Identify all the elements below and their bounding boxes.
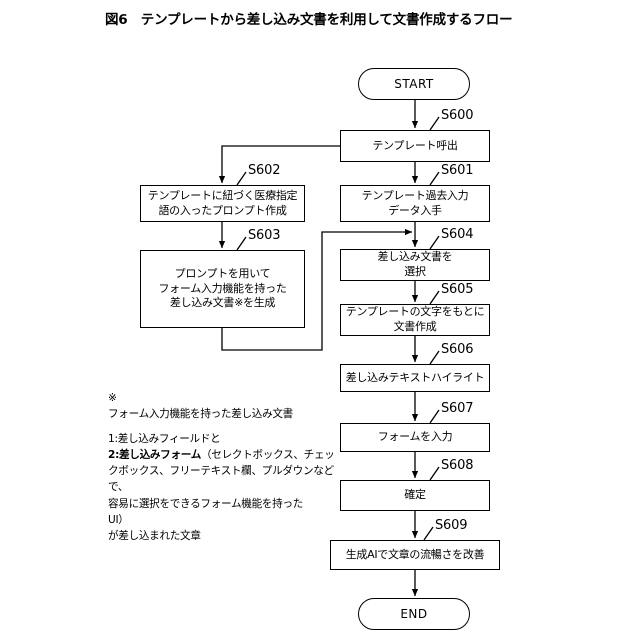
step-label-s606: S606 (441, 342, 474, 357)
footnote-line-6: が差し込まれた文章 (108, 529, 201, 542)
footnote-block: ※ フォーム入力機能を持った差し込み文書 1:差し込みフィールドと 2:差し込み… (108, 390, 340, 544)
footnote-line-3: クボックス、フリーテキスト欄、プルダウンなどで、 (108, 465, 334, 494)
footnote-line-4: 容易に選択をできるフォーム機能を持った (108, 497, 304, 510)
flow-node-s602[interactable]: テンプレートに紐づく医療指定 語の入ったプロンプト作成 (140, 185, 305, 222)
leader-s602 (236, 171, 247, 186)
step-label-s601: S601 (441, 163, 474, 178)
footnote-line-2-rest: （セレクトボックス、チェッ (201, 449, 335, 462)
leader-s605 (429, 290, 440, 305)
leader-s609 (423, 526, 434, 541)
footnote-line-1: 1:差し込みフィールドと (108, 433, 221, 446)
step-label-s607: S607 (441, 401, 474, 416)
footnote-line-2: 2:差し込みフォーム（セレクトボックス、チェッ (108, 447, 340, 463)
step-label-s602: S602 (248, 163, 281, 178)
step-label-s603: S603 (248, 228, 281, 243)
connector-s603-s604 (221, 228, 413, 351)
flow-node-s609[interactable]: 生成AIで文章の流暢さを改善 (330, 540, 500, 570)
flow-node-s600[interactable]: テンプレート呼出 (340, 130, 490, 162)
step-label-s605: S605 (441, 282, 474, 297)
figure-title: 図6 テンプレートから差し込み文書を利用して文書作成するフロー (105, 12, 513, 28)
flow-node-s606[interactable]: 差し込みテキストハイライト (340, 364, 490, 392)
flow-node-s608[interactable]: 確定 (340, 480, 490, 511)
flow-node-start[interactable]: START (358, 68, 470, 100)
flow-node-s607[interactable]: フォームを入力 (340, 423, 490, 452)
leader-s600 (429, 116, 440, 131)
step-label-s609: S609 (435, 518, 468, 533)
footnote-spacer (108, 422, 340, 431)
footnote-line-5: UI） (108, 513, 129, 526)
footnote-heading: フォーム入力機能を持った差し込み文書 (108, 408, 293, 421)
footnote-line-2-bold: 2:差し込みフォーム (108, 449, 202, 462)
step-label-s608: S608 (441, 458, 474, 473)
step-label-s604: S604 (441, 227, 474, 242)
flow-node-s601[interactable]: テンプレート過去入力 データ入手 (340, 185, 490, 222)
leader-s604 (429, 235, 440, 250)
leader-s608 (429, 466, 440, 481)
connector-s600-s602 (218, 145, 340, 184)
step-label-s600: S600 (441, 108, 474, 123)
leader-s601 (429, 171, 440, 186)
flow-node-s603[interactable]: プロンプトを用いて フォーム入力機能を持った 差し込み文書※を生成 (140, 250, 305, 328)
footnote-marker: ※ (108, 392, 117, 404)
flow-node-end[interactable]: END (358, 598, 470, 630)
leader-s606 (429, 350, 440, 365)
flow-node-s605[interactable]: テンプレートの文字をもとに 文書作成 (340, 304, 490, 336)
leader-s607 (429, 409, 440, 424)
leader-s603 (236, 236, 247, 251)
flow-node-s604[interactable]: 差し込み文書を 選択 (340, 249, 490, 281)
